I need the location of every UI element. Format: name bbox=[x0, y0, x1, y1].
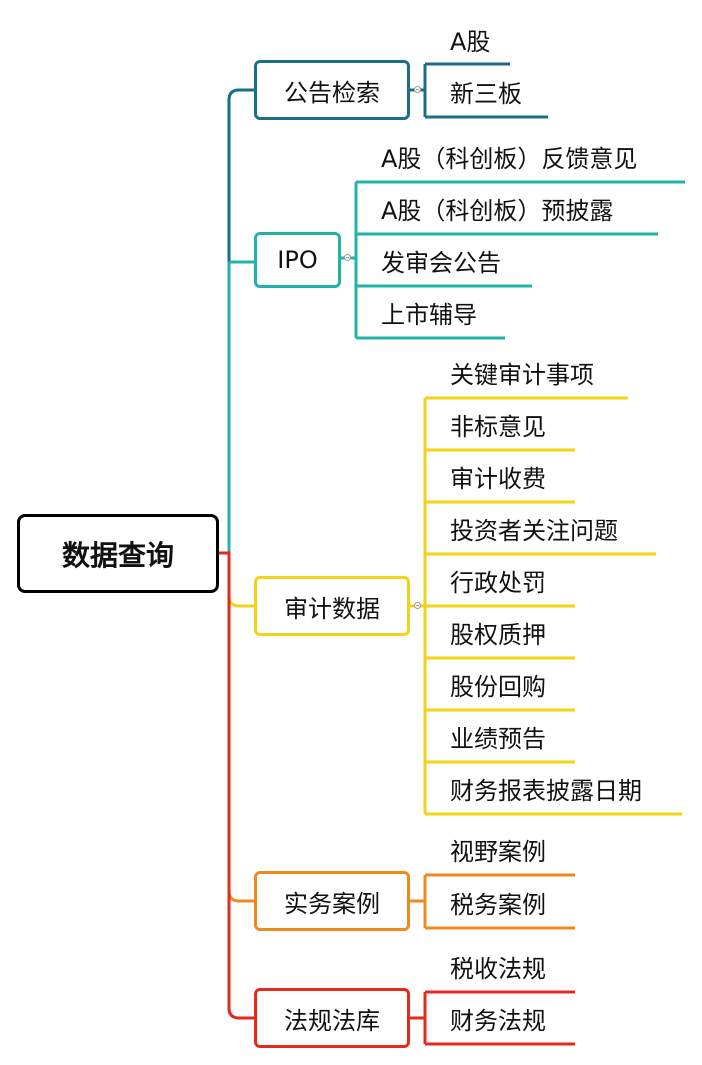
branch-node-audit-data[interactable]: 审计数据 bbox=[254, 576, 410, 636]
leaf-earnings-forecast[interactable]: 业绩预告 bbox=[450, 725, 546, 753]
connector-branch-3 bbox=[227, 553, 254, 608]
leaf-investor-concerns[interactable]: 投资者关注问题 bbox=[450, 517, 618, 545]
leaf-tax-cases[interactable]: 税务案例 bbox=[450, 891, 546, 919]
leaf-review-meeting[interactable]: 发审会公告 bbox=[381, 249, 501, 277]
branch-node-regulations[interactable]: 法规法库 bbox=[254, 988, 410, 1048]
connector-branch-5 bbox=[227, 553, 254, 1020]
collapse-toggle-icon[interactable] bbox=[414, 602, 421, 609]
collapse-toggle-icon[interactable] bbox=[414, 86, 421, 93]
leaf-report-dates[interactable]: 财务报表披露日期 bbox=[450, 777, 642, 805]
leaf-neeq[interactable]: 新三板 bbox=[450, 80, 522, 108]
leaf-star-predisclosure[interactable]: A股（科创板）预披露 bbox=[381, 197, 614, 225]
leaf-tax-regulations[interactable]: 税收法规 bbox=[450, 955, 546, 983]
branch-node-announcement-search[interactable]: 公告检索 bbox=[254, 60, 410, 120]
leaf-admin-penalty[interactable]: 行政处罚 bbox=[450, 569, 546, 597]
branch-node-practice-cases[interactable]: 实务案例 bbox=[254, 871, 410, 931]
leaf-finance-regulations[interactable]: 财务法规 bbox=[450, 1007, 546, 1035]
leaf-nonstandard-opinion[interactable]: 非标意见 bbox=[450, 413, 546, 441]
leaf-key-audit-matters[interactable]: 关键审计事项 bbox=[450, 361, 594, 389]
trunk-teal bbox=[219, 262, 231, 555]
branch-node-ipo[interactable]: IPO bbox=[254, 232, 341, 288]
root-node[interactable]: 数据查询 bbox=[17, 514, 219, 593]
leaf-star-feedback[interactable]: A股（科创板）反馈意见 bbox=[381, 145, 638, 173]
leaf-a-shares[interactable]: A股 bbox=[450, 28, 491, 56]
leaf-listing-tutoring[interactable]: 上市辅导 bbox=[381, 301, 477, 329]
leaf-equity-pledge[interactable]: 股权质押 bbox=[450, 621, 546, 649]
leaf-vision-cases[interactable]: 视野案例 bbox=[450, 838, 546, 866]
connector-branch-1 bbox=[227, 88, 254, 262]
leaf-audit-fees[interactable]: 审计收费 bbox=[450, 465, 546, 493]
leaf-share-buyback[interactable]: 股份回购 bbox=[450, 673, 546, 701]
collapse-toggle-icon[interactable] bbox=[344, 254, 351, 261]
